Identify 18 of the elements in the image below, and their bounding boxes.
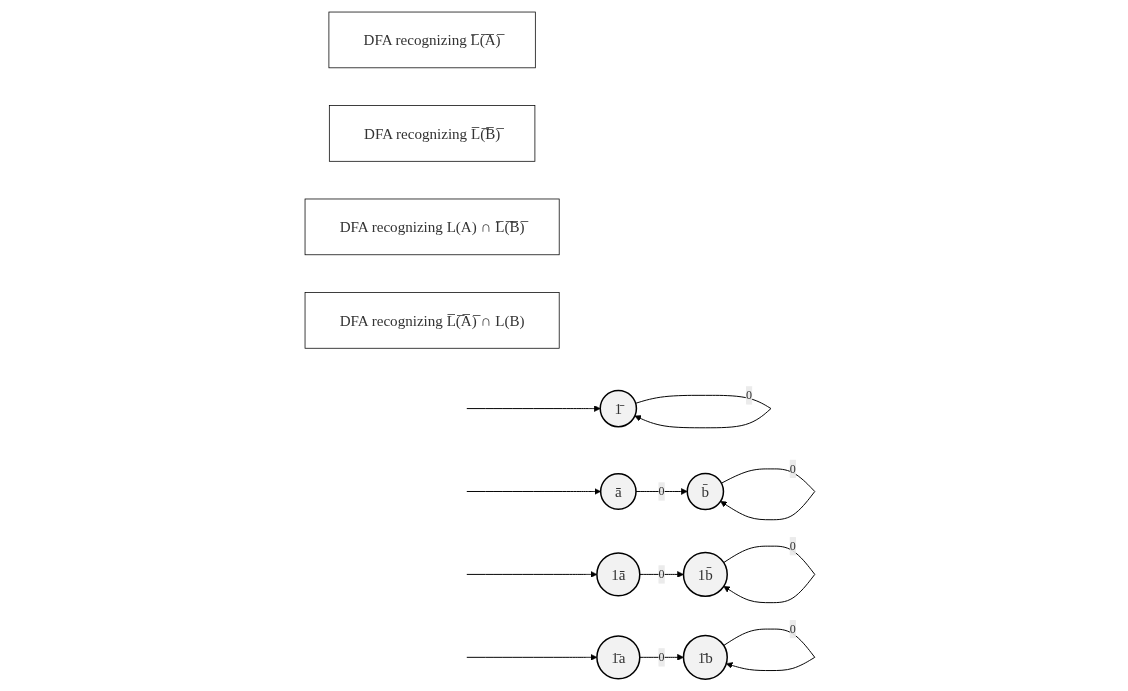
node-circle: 1ā (596, 551, 641, 597)
node-box: DFA recognizing L(A) ∩ L̅(̅B̅)̅ (304, 198, 560, 255)
edge-label: 0 (790, 461, 797, 475)
edge-label: 0 (658, 567, 665, 580)
node-box: DFA recognizing L̅(̅B̅)̅ (329, 104, 536, 162)
edge-label: 0 (790, 538, 797, 552)
edge-label: 0 (658, 484, 665, 498)
edge-label: 0 (658, 650, 665, 663)
edge-label: 0 (790, 621, 797, 635)
node-circle: 1̄a (596, 634, 641, 680)
edge-label: 0 (746, 388, 753, 401)
node-box: DFA recognizing L̅(̅A̅)̅ ∩ L(B) (304, 291, 560, 349)
node-circle: 1̄ (599, 389, 638, 427)
node-circle: 1̄b (683, 634, 729, 680)
node-circle: ā (600, 472, 638, 510)
node-circle: 1b̄ (683, 551, 729, 597)
node-box: DFA recognizing L̅(̅A̅)̅ (328, 11, 536, 68)
node-circle: b̄ (686, 472, 725, 510)
